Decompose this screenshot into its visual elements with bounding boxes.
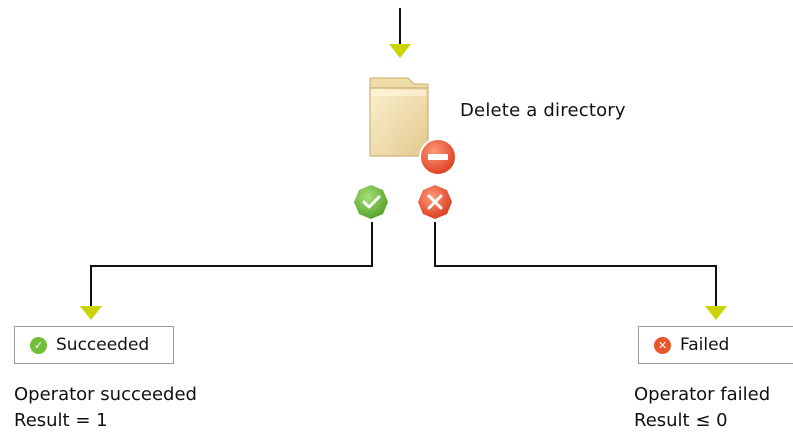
success-connector xyxy=(90,222,373,306)
failed-description-line-2: Result ≤ 0 xyxy=(634,410,728,431)
failed-description-line-1: Operator failed xyxy=(634,384,771,405)
succeeded-label: Succeeded xyxy=(56,335,150,355)
success-check-icon: ✓ xyxy=(30,336,47,354)
folder-delete-icon[interactable] xyxy=(369,77,457,176)
failure-port-cross-icon[interactable] xyxy=(418,185,452,219)
succeeded-end-node[interactable]: ✓ Succeeded xyxy=(14,326,174,364)
incoming-arrow-head xyxy=(389,44,411,58)
success-arrow-head xyxy=(80,306,102,320)
failed-label: Failed xyxy=(680,335,730,355)
failure-arrow-head xyxy=(705,306,727,320)
succeeded-description-line-1: Operator succeeded xyxy=(14,384,197,405)
failure-cross-icon: ✕ xyxy=(654,336,671,354)
succeeded-description-line-2: Result = 1 xyxy=(14,410,108,431)
failed-description: Operator failed Result ≤ 0 xyxy=(634,382,770,434)
succeeded-description: Operator succeeded Result = 1 xyxy=(14,382,197,434)
failure-connector xyxy=(434,222,717,306)
success-port-check-icon[interactable] xyxy=(354,185,388,219)
operator-label: Delete a directory xyxy=(460,100,626,121)
failed-end-node[interactable]: ✕ Failed xyxy=(638,326,793,364)
